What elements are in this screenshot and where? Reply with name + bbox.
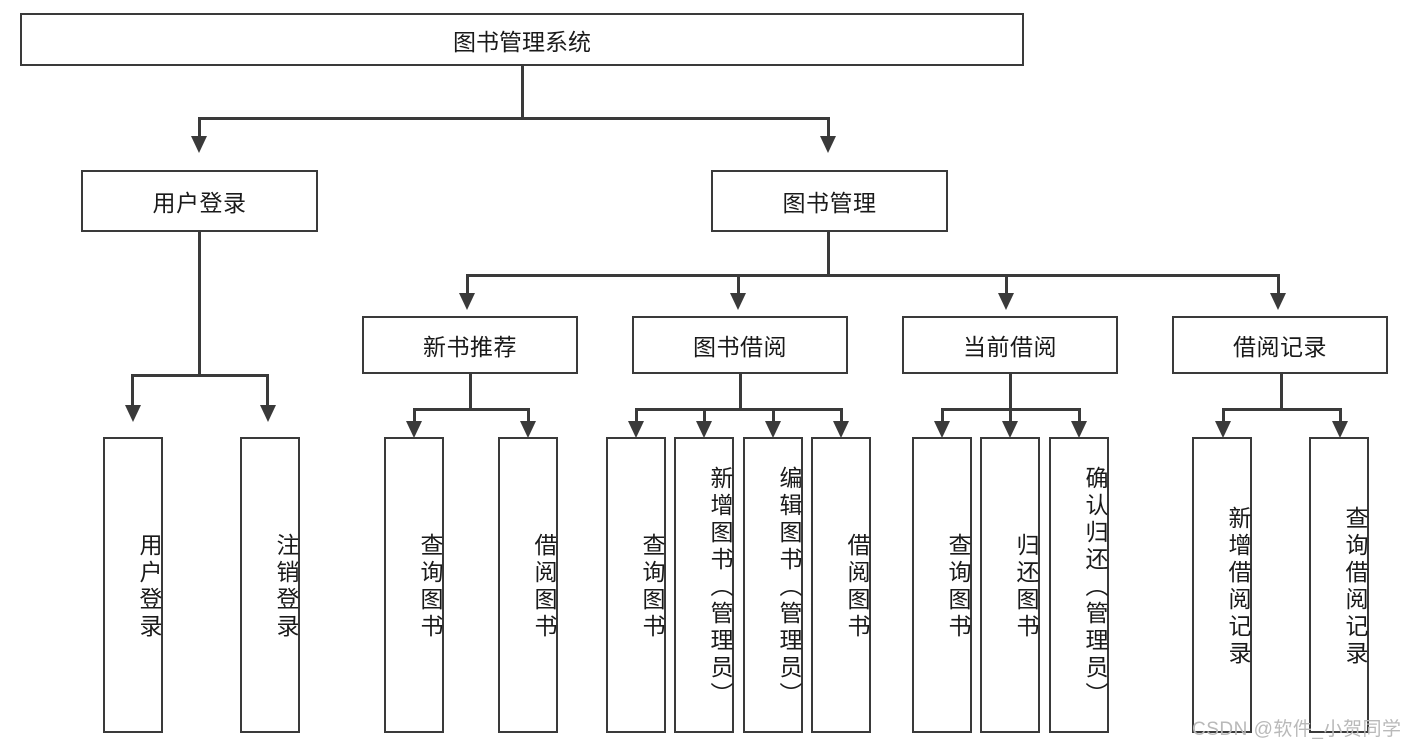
edge-borrow-record-bus <box>1222 408 1342 411</box>
node-book-management[interactable]: 图书管理 <box>711 170 948 232</box>
arrow-to-leaf-user-login <box>125 405 141 422</box>
node-new-book-recommend[interactable]: 新书推荐 <box>362 316 578 374</box>
arrow-to-bb-leaf-2 <box>696 421 712 438</box>
edge-drop-br-leaf-2 <box>1339 408 1342 423</box>
node-book-borrow[interactable]: 图书借阅 <box>632 316 848 374</box>
node-label: 图书借阅 <box>693 334 787 360</box>
node-label: 归还图书 <box>1013 533 1039 641</box>
arrow-to-cb-leaf-3 <box>1071 421 1087 438</box>
leaf-user-login[interactable]: 用户登录 <box>103 437 163 733</box>
edge-current-borrow-down <box>1009 374 1012 410</box>
leaf-bb-edit-book-admin[interactable]: 编辑图书（管理员） <box>743 437 803 733</box>
arrow-to-br-leaf-2 <box>1332 421 1348 438</box>
node-label: 用户登录 <box>152 190 247 216</box>
arrow-to-user-login <box>191 136 207 153</box>
leaf-cb-query-book[interactable]: 查询图书 <box>912 437 972 733</box>
leaf-cb-return-book[interactable]: 归还图书 <box>980 437 1040 733</box>
node-label: 新增借阅记录 <box>1225 506 1251 668</box>
arrow-to-borrow-record <box>1270 293 1286 310</box>
edge-drop-borrow-record <box>1277 274 1280 294</box>
node-label: 查询图书 <box>639 533 665 641</box>
edge-drop-leaf-logout <box>266 374 269 406</box>
node-label: 查询借阅记录 <box>1342 506 1368 668</box>
edge-drop-bb-leaf-1 <box>635 408 638 423</box>
edge-drop-current-borrow <box>1005 274 1008 294</box>
leaf-bb-borrow-book[interactable]: 借阅图书 <box>811 437 871 733</box>
edge-drop-nbr-leaf-2 <box>527 408 530 423</box>
arrow-to-cb-leaf-2 <box>1002 421 1018 438</box>
arrow-to-book-borrow <box>730 293 746 310</box>
node-user-login[interactable]: 用户登录 <box>81 170 318 232</box>
arrow-to-nbr-leaf-2 <box>520 421 536 438</box>
edge-new-book-recommend-down <box>469 374 472 410</box>
arrow-to-br-leaf-1 <box>1215 421 1231 438</box>
edge-drop-cb-leaf-3 <box>1078 408 1081 423</box>
node-label: 查询图书 <box>417 533 443 641</box>
edge-bus-drop-book-management <box>827 117 830 137</box>
leaf-cb-confirm-return-admin[interactable]: 确认归还（管理员） <box>1049 437 1109 733</box>
arrow-to-book-management <box>820 136 836 153</box>
arrow-to-bb-leaf-1 <box>628 421 644 438</box>
node-label: 借阅图书 <box>844 533 870 641</box>
arrow-to-current-borrow <box>998 293 1014 310</box>
edge-book-management-down <box>827 232 830 276</box>
node-label: 用户登录 <box>136 533 162 641</box>
node-label: 编辑图书（管理员） <box>776 465 802 709</box>
leaf-bb-add-book-admin[interactable]: 新增图书（管理员） <box>674 437 734 733</box>
node-label: 图书管理系统 <box>453 28 591 55</box>
edge-drop-br-leaf-1 <box>1222 408 1225 423</box>
leaf-br-add-record[interactable]: 新增借阅记录 <box>1192 437 1252 733</box>
leaf-nbr-borrow-book[interactable]: 借阅图书 <box>498 437 558 733</box>
edge-drop-new-book-recommend <box>466 274 469 294</box>
node-label: 新书推荐 <box>423 334 517 360</box>
node-label: 新增图书（管理员） <box>707 465 733 709</box>
edge-drop-bb-leaf-3 <box>772 408 775 423</box>
edge-borrow-record-down <box>1280 374 1283 410</box>
arrow-to-bb-leaf-4 <box>833 421 849 438</box>
edge-level2-bus <box>466 274 1280 277</box>
edge-book-borrow-bus <box>635 408 843 411</box>
node-label: 确认归还（管理员） <box>1082 465 1108 709</box>
leaf-logout[interactable]: 注销登录 <box>240 437 300 733</box>
edge-drop-nbr-leaf-1 <box>413 408 416 423</box>
edge-new-book-recommend-bus <box>413 408 530 411</box>
edge-drop-book-borrow <box>737 274 740 294</box>
node-current-borrow[interactable]: 当前借阅 <box>902 316 1118 374</box>
node-borrow-record[interactable]: 借阅记录 <box>1172 316 1388 374</box>
edge-book-borrow-down <box>739 374 742 410</box>
node-label: 查询图书 <box>945 533 971 641</box>
node-label: 注销登录 <box>273 533 299 641</box>
leaf-br-query-record[interactable]: 查询借阅记录 <box>1309 437 1369 733</box>
arrow-to-bb-leaf-3 <box>765 421 781 438</box>
node-label: 借阅记录 <box>1233 334 1327 360</box>
arrow-to-cb-leaf-1 <box>934 421 950 438</box>
leaf-nbr-query-book[interactable]: 查询图书 <box>384 437 444 733</box>
arrow-to-new-book-recommend <box>459 293 475 310</box>
edge-drop-bb-leaf-2 <box>703 408 706 423</box>
edge-drop-leaf-user-login <box>131 374 134 406</box>
edge-drop-cb-leaf-1 <box>941 408 944 423</box>
node-label: 借阅图书 <box>531 533 557 641</box>
edge-user-login-bus <box>131 374 268 377</box>
edge-root-to-bus <box>521 66 524 118</box>
node-label: 当前借阅 <box>963 334 1057 360</box>
leaf-bb-query-book[interactable]: 查询图书 <box>606 437 666 733</box>
edge-user-login-down <box>198 232 201 376</box>
arrow-to-leaf-logout <box>260 405 276 422</box>
node-label: 图书管理 <box>782 190 877 216</box>
edge-bus-level1 <box>198 117 829 120</box>
edge-bus-drop-user-login <box>198 117 201 137</box>
node-root-library-management-system[interactable]: 图书管理系统 <box>20 13 1024 66</box>
watermark-csdn: CSDN @软件_小贺同学 <box>1192 719 1402 740</box>
edge-drop-bb-leaf-4 <box>840 408 843 423</box>
arrow-to-nbr-leaf-1 <box>406 421 422 438</box>
edge-drop-cb-leaf-2 <box>1009 408 1012 423</box>
